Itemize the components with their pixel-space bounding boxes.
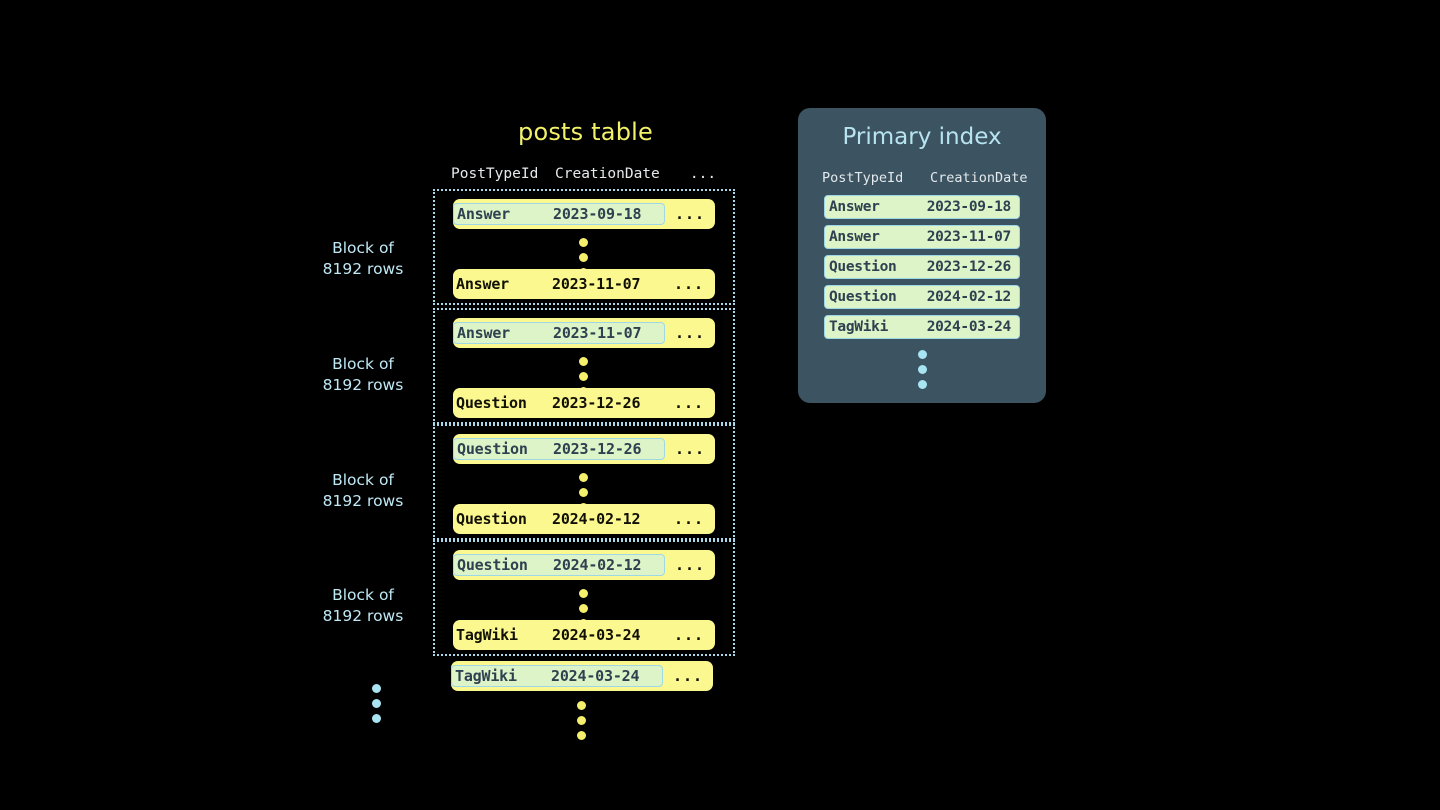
cell-creationdate: 2024-03-24	[552, 626, 641, 644]
row-highlight-box: Answer 2023-11-07	[453, 322, 665, 344]
row-cells: TagWiki 2024-03-24	[453, 624, 663, 646]
block-4: Question 2024-02-12 ... TagWiki 2024-03-…	[433, 540, 735, 656]
cell-posttypeid: TagWiki	[455, 667, 517, 685]
column-header-creationdate: CreationDate	[555, 166, 660, 182]
cell-posttypeid: Question	[457, 440, 528, 458]
cell-more: ...	[674, 205, 706, 223]
block-label-line-1: Block of	[332, 471, 394, 489]
block-3: Question 2023-12-26 ... Question 2024-02…	[433, 424, 735, 540]
primary-index-ellipsis	[917, 350, 927, 389]
cell-posttypeid: TagWiki	[829, 319, 889, 335]
block-1: Answer 2023-09-18 ... Answer 2023-11-07 …	[433, 189, 735, 305]
posts-table-title: posts table	[518, 118, 653, 146]
table-row[interactable]: Answer 2023-11-07 ...	[453, 269, 715, 299]
row-highlight-box: Question 2023-12-26	[453, 438, 665, 460]
cell-creationdate: 2023-12-26	[552, 394, 641, 412]
cell-creationdate: 2023-11-07	[926, 229, 1012, 245]
cell-creationdate: 2023-12-26	[553, 440, 642, 458]
block-label-1: Block of 8192 rows	[298, 238, 428, 280]
index-row[interactable]: Question 2024-02-12	[824, 285, 1020, 309]
row-highlight-box: TagWiki 2024-03-24	[451, 665, 663, 687]
block-label-line-2: 8192 rows	[322, 260, 404, 278]
cell-posttypeid: Answer	[829, 229, 880, 245]
cell-more: ...	[674, 324, 706, 342]
cell-posttypeid: Answer	[829, 199, 880, 215]
table-row-trailing[interactable]: TagWiki 2024-03-24 ...	[451, 661, 713, 691]
cell-posttypeid: Question	[456, 394, 527, 412]
primary-index-rows: Answer 2023-09-18 Answer 2023-11-07 Ques…	[824, 195, 1046, 339]
cell-posttypeid: Question	[457, 556, 528, 574]
row-cells: Question 2024-02-12	[453, 508, 663, 530]
row-cells: Question 2023-12-26	[453, 392, 663, 414]
block-label-line-2: 8192 rows	[322, 376, 404, 394]
posts-table-column-headers: PostTypeId CreationDate ...	[451, 166, 733, 182]
table-row[interactable]: Answer 2023-09-18 ...	[453, 199, 715, 229]
cell-posttypeid: Answer	[457, 324, 510, 342]
table-row[interactable]: Question 2023-12-26 ...	[453, 434, 715, 464]
cell-more: ...	[673, 275, 705, 293]
cell-creationdate: 2023-11-07	[552, 275, 641, 293]
cell-creationdate: 2024-03-24	[926, 319, 1012, 335]
block-label-line-2: 8192 rows	[322, 607, 404, 625]
block-label-line-1: Block of	[332, 355, 394, 373]
table-row[interactable]: TagWiki 2024-03-24 ...	[453, 620, 715, 650]
table-row[interactable]: Question 2023-12-26 ...	[453, 388, 715, 418]
cell-posttypeid: Answer	[457, 205, 510, 223]
index-row[interactable]: Answer 2023-11-07	[824, 225, 1020, 249]
cell-creationdate: 2024-02-12	[926, 289, 1012, 305]
table-row[interactable]: Question 2024-02-12 ...	[453, 550, 715, 580]
cell-posttypeid: Question	[829, 259, 897, 275]
cell-posttypeid: Question	[829, 289, 897, 305]
primary-index-column-headers: PostTypeId CreationDate	[822, 170, 1046, 186]
cell-creationdate: 2023-11-07	[553, 324, 642, 342]
cell-more: ...	[673, 510, 705, 528]
cell-posttypeid: Answer	[456, 275, 509, 293]
column-header-creationdate: CreationDate	[930, 170, 1028, 186]
column-header-posttypeid: PostTypeId	[822, 170, 904, 186]
block-label-line-1: Block of	[332, 239, 394, 257]
cell-more: ...	[674, 556, 706, 574]
index-row[interactable]: Answer 2023-09-18	[824, 195, 1020, 219]
cell-creationdate: 2023-12-26	[926, 259, 1012, 275]
table-row[interactable]: Answer 2023-11-07 ...	[453, 318, 715, 348]
cell-creationdate: 2024-02-12	[553, 556, 642, 574]
cell-more: ...	[673, 394, 705, 412]
primary-index-title: Primary index	[842, 124, 1002, 150]
block-label-line-1: Block of	[332, 586, 394, 604]
blocks-bottom-ellipsis	[372, 684, 381, 723]
row-highlight-box: Answer 2023-09-18	[453, 203, 665, 225]
row-highlight-box: Question 2024-02-12	[453, 554, 665, 576]
table-row[interactable]: Question 2024-02-12 ...	[453, 504, 715, 534]
block-label-2: Block of 8192 rows	[298, 354, 428, 396]
row-cells: Answer 2023-11-07	[453, 273, 663, 295]
cell-posttypeid: Question	[456, 510, 527, 528]
cell-posttypeid: TagWiki	[456, 626, 518, 644]
block-label-line-2: 8192 rows	[322, 492, 404, 510]
block-2: Answer 2023-11-07 ... Question 2023-12-2…	[433, 308, 735, 424]
primary-index-panel: Primary index PostTypeId CreationDate An…	[798, 108, 1046, 403]
index-row[interactable]: TagWiki 2024-03-24	[824, 315, 1020, 339]
cell-more: ...	[674, 440, 706, 458]
cell-creationdate: 2023-09-18	[553, 205, 642, 223]
cell-more: ...	[672, 667, 704, 685]
block-label-4: Block of 8192 rows	[298, 585, 428, 627]
index-row[interactable]: Question 2023-12-26	[824, 255, 1020, 279]
cell-more: ...	[673, 626, 705, 644]
table-bottom-ellipsis	[577, 701, 586, 740]
cell-creationdate: 2024-02-12	[552, 510, 641, 528]
cell-creationdate: 2023-09-18	[926, 199, 1012, 215]
cell-creationdate: 2024-03-24	[551, 667, 640, 685]
column-header-more: ...	[689, 166, 717, 182]
column-header-posttypeid: PostTypeId	[451, 166, 539, 182]
block-label-3: Block of 8192 rows	[298, 470, 428, 512]
